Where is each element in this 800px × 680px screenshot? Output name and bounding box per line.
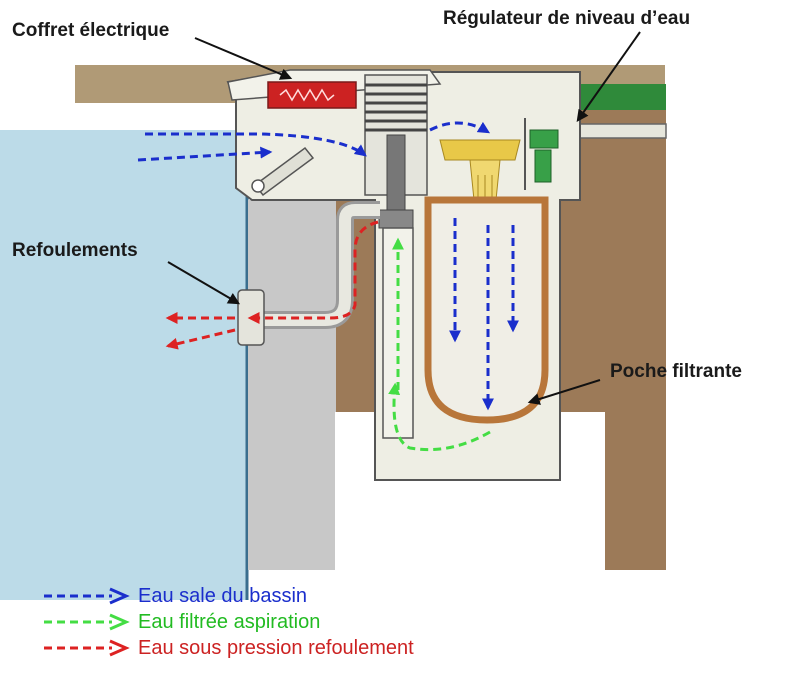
heater-coil (279, 88, 335, 102)
legend-item-dirty: Eau sale du bassin (40, 584, 307, 608)
pump-fins (365, 83, 427, 132)
label-poche: Poche filtrante (610, 361, 742, 382)
legend-arrow-blue (44, 587, 130, 605)
label-refoulements: Refoulements (12, 240, 138, 261)
dirty-water-flow (137, 121, 519, 411)
legend: Eau sale du bassin Eau filtrée aspiratio… (0, 584, 800, 680)
legend-arrow-green (44, 613, 130, 631)
label-regulateur: Régulateur de niveau d’eau (443, 8, 691, 29)
legend-text-dirty: Eau sale du bassin (138, 584, 308, 607)
pond-water (0, 130, 247, 600)
grass (565, 84, 666, 110)
pressure-water-flow (165, 220, 379, 350)
pond-filter-diagram (0, 31, 667, 600)
callout-pointers (167, 31, 641, 405)
legend-arrow-red (44, 639, 130, 657)
flap-hinge (251, 179, 265, 193)
legend-item-filtered: Eau filtrée aspiration (40, 610, 320, 634)
label-coffret: Coffret électrique (12, 20, 170, 41)
legend-text-filtered: Eau filtrée aspiration (138, 610, 321, 633)
skimmer-basket (439, 139, 521, 161)
legend-item-pressure: Eau sous pression refoulement (40, 636, 414, 660)
filtered-water-flow (388, 237, 491, 452)
legend-text-pressure: Eau sous pression refoulement (138, 636, 414, 659)
regulator-float (534, 149, 552, 183)
pump-shaft (386, 134, 406, 211)
return-nozzle (237, 289, 265, 346)
concrete-wall (248, 200, 336, 570)
regulator-body (529, 129, 559, 149)
heater (267, 81, 357, 109)
pump-impeller (378, 209, 414, 229)
pond-air (75, 103, 247, 130)
